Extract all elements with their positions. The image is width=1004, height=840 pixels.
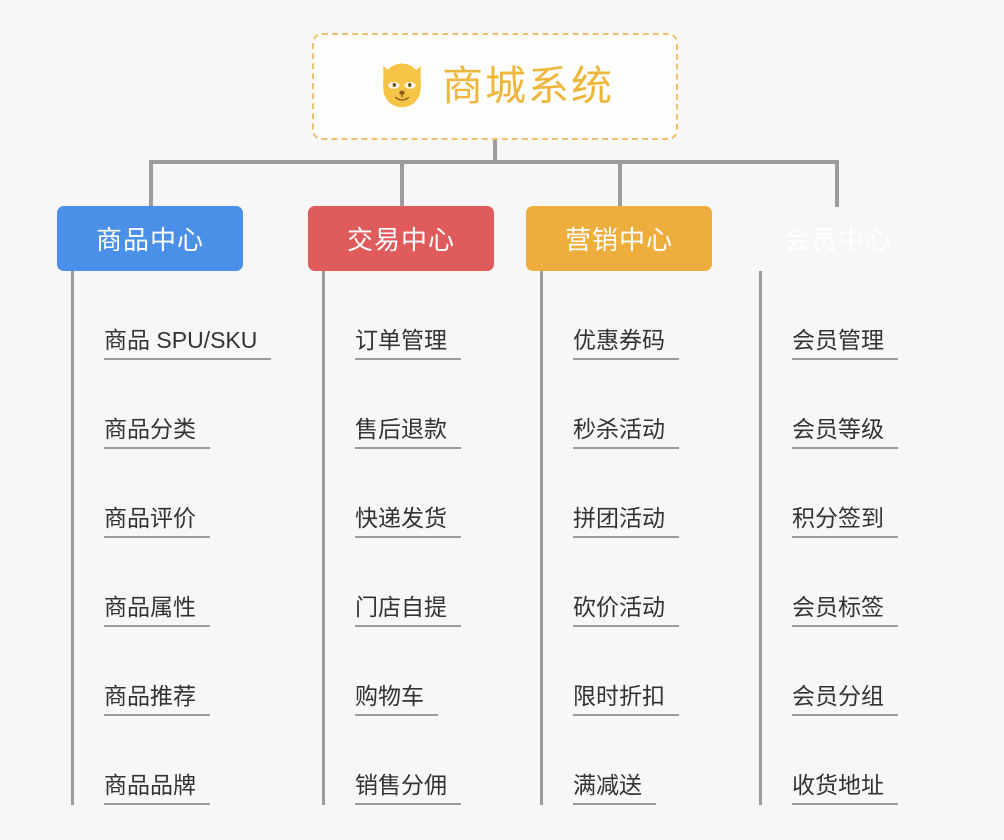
root-title: 商城系统: [442, 63, 614, 109]
list-item[interactable]: 商品分类: [71, 360, 271, 449]
connector-drop-3: [618, 160, 622, 207]
connector-root-stem: [493, 140, 497, 163]
branch-column-member: 会员管理 会员等级 积分签到 会员标签 会员分组 收货地址: [759, 271, 898, 805]
list-item[interactable]: 销售分佣: [322, 716, 461, 805]
list-item[interactable]: 订单管理: [322, 271, 461, 360]
list-item[interactable]: 收货地址: [759, 716, 898, 805]
list-item[interactable]: 会员等级: [759, 360, 898, 449]
leaf-list: 会员管理 会员等级 积分签到 会员标签 会员分组 收货地址: [759, 271, 898, 805]
list-item[interactable]: 满减送: [540, 716, 679, 805]
leaf-label: 满减送: [573, 773, 656, 805]
list-item[interactable]: 会员分组: [759, 627, 898, 716]
list-item[interactable]: 商品评价: [71, 449, 271, 538]
list-item[interactable]: 会员管理: [759, 271, 898, 360]
leaf-list: 商品 SPU/SKU 商品分类 商品评价 商品属性 商品推荐 商品品牌: [71, 271, 272, 805]
branch-spine: [759, 271, 762, 805]
branch-spine: [540, 271, 543, 805]
root-node[interactable]: 商城系统: [312, 33, 678, 140]
leaf-label: 购物车: [355, 684, 438, 716]
leaf-label: 会员标签: [792, 595, 898, 627]
leaf-label: 会员等级: [792, 417, 898, 449]
list-item[interactable]: 商品属性: [71, 538, 271, 627]
leaf-label: 快递发货: [355, 506, 461, 538]
leaf-label: 商品评价: [104, 506, 210, 538]
category-box-trade[interactable]: 交易中心: [308, 206, 494, 271]
leaf-label: 秒杀活动: [573, 417, 679, 449]
branch-column-product: 商品 SPU/SKU 商品分类 商品评价 商品属性 商品推荐 商品品牌: [71, 271, 272, 805]
category-box-product[interactable]: 商品中心: [57, 206, 243, 271]
category-label: 营销中心: [564, 225, 673, 255]
leaf-list: 优惠券码 秒杀活动 拼团活动 砍价活动 限时折扣 满减送: [540, 271, 679, 805]
list-item[interactable]: 快递发货: [322, 449, 461, 538]
leaf-label: 积分签到: [792, 506, 898, 538]
list-item[interactable]: 优惠券码: [540, 271, 679, 360]
connector-drop-2: [400, 160, 404, 207]
leaf-label: 会员管理: [792, 328, 898, 360]
list-item[interactable]: 商品 SPU/SKU: [71, 271, 272, 360]
list-item[interactable]: 拼团活动: [540, 449, 679, 538]
branch-column-trade: 订单管理 售后退款 快递发货 门店自提 购物车 销售分佣: [322, 271, 461, 805]
leaf-label: 售后退款: [355, 417, 461, 449]
category-label: 交易中心: [346, 225, 455, 255]
list-item[interactable]: 商品推荐: [71, 627, 271, 716]
connector-drop-1: [149, 160, 153, 207]
shiba-dog-icon: [383, 62, 421, 107]
leaf-label: 门店自提: [355, 595, 461, 627]
category-box-marketing[interactable]: 营销中心: [526, 206, 712, 271]
list-item[interactable]: 秒杀活动: [540, 360, 679, 449]
leaf-label: 商品分类: [104, 417, 210, 449]
list-item[interactable]: 售后退款: [322, 360, 461, 449]
leaf-label: 会员分组: [792, 684, 898, 716]
connector-drop-4: [835, 160, 839, 207]
leaf-label: 优惠券码: [573, 328, 679, 360]
leaf-label: 商品品牌: [104, 773, 210, 805]
leaf-label: 销售分佣: [355, 773, 461, 805]
leaf-label: 拼团活动: [573, 506, 679, 538]
list-item[interactable]: 会员标签: [759, 538, 898, 627]
list-item[interactable]: 积分签到: [759, 449, 898, 538]
branch-spine: [322, 271, 325, 805]
leaf-label: 订单管理: [355, 328, 461, 360]
leaf-label: 商品 SPU/SKU: [104, 328, 272, 360]
list-item[interactable]: 砍价活动: [540, 538, 679, 627]
branch-column-marketing: 优惠券码 秒杀活动 拼团活动 砍价活动 限时折扣 满减送: [540, 271, 679, 805]
leaf-label: 砍价活动: [573, 595, 679, 627]
category-label: 会员中心: [783, 225, 892, 255]
category-box-member[interactable]: 会员中心: [745, 206, 931, 271]
branch-spine: [71, 271, 74, 805]
category-label: 商品中心: [95, 225, 204, 255]
list-item[interactable]: 购物车: [322, 627, 461, 716]
connector-horizontal-bus: [149, 160, 839, 164]
leaf-label: 限时折扣: [573, 684, 679, 716]
leaf-label: 商品推荐: [104, 684, 210, 716]
leaf-label: 商品属性: [104, 595, 210, 627]
leaf-list: 订单管理 售后退款 快递发货 门店自提 购物车 销售分佣: [322, 271, 461, 805]
leaf-label: 收货地址: [792, 773, 898, 805]
list-item[interactable]: 门店自提: [322, 538, 461, 627]
list-item[interactable]: 限时折扣: [540, 627, 679, 716]
list-item[interactable]: 商品品牌: [71, 716, 271, 805]
